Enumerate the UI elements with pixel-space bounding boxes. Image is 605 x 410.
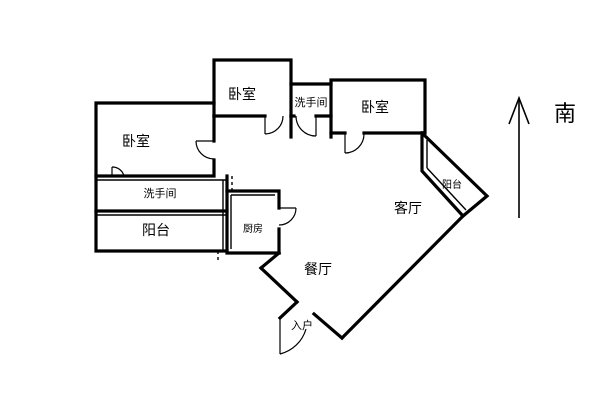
door-washroom-left (111, 166, 125, 177)
label-bedroom-left: 卧室 (122, 133, 150, 150)
wall-living-right (419, 130, 490, 219)
label-washroom-top: 洗手间 (295, 95, 328, 109)
wall-kitchen (225, 189, 281, 255)
wall-dining-left (258, 265, 300, 305)
door-washroom-top (295, 115, 317, 137)
wall-living-diagonal (339, 213, 466, 341)
wall-bedroom-left (94, 101, 216, 178)
wall-dining-top (258, 250, 282, 271)
wall-entry-right (311, 311, 345, 341)
wall-entry-left (277, 299, 300, 321)
label-kitchen: 厨房 (243, 222, 263, 235)
label-bedroom-top: 卧室 (228, 86, 256, 103)
label-living-room: 客厅 (394, 200, 422, 217)
north-arrow-icon (508, 95, 530, 218)
label-washroom-left: 洗手间 (144, 186, 177, 200)
label-balcony-left: 阳台 (142, 223, 170, 239)
door-bedroom-top (264, 115, 284, 135)
wall-bedroom-top (212, 58, 293, 118)
doors (111, 115, 365, 355)
wall-washroom-left (94, 174, 229, 253)
door-entrance (279, 318, 307, 355)
label-dining-room: 餐厅 (304, 262, 332, 278)
label-bedroom-right: 卧室 (361, 99, 389, 116)
balcony-right-inner-diag (426, 167, 467, 211)
room-labels: 卧室 洗手间 卧室 卧室 洗手间 阳台 厨房 阳台 客厅 餐厅 入户 (122, 86, 462, 332)
label-entrance: 入户 (291, 318, 313, 332)
door-bedroom-left (195, 140, 215, 160)
door-kitchen (278, 207, 297, 226)
walls (94, 58, 490, 341)
compass: 南 (508, 95, 576, 218)
label-balcony-right: 阳台 (442, 178, 462, 191)
door-bedroom-right (344, 133, 365, 154)
compass-direction-label: 南 (554, 102, 576, 127)
dividers (96, 140, 467, 262)
